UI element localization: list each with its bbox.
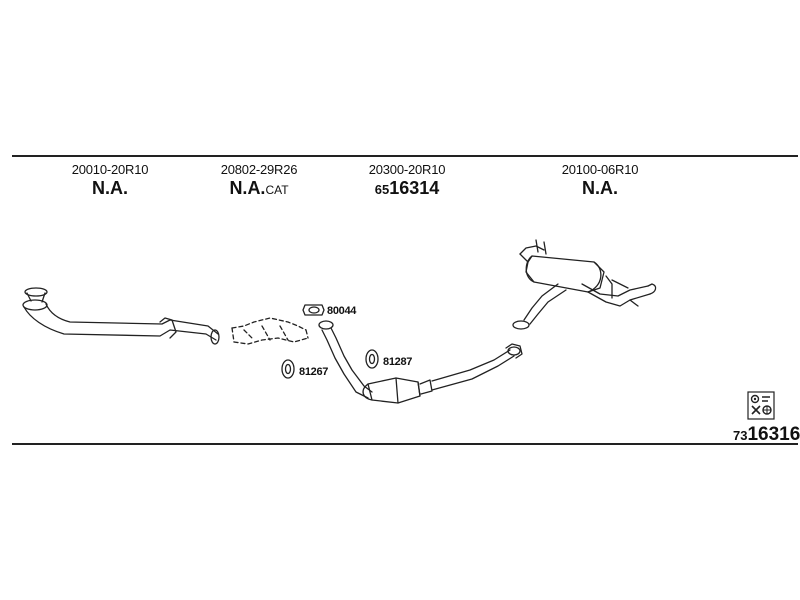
ring-label-left: 81267 (299, 366, 329, 378)
gasket-80044[interactable] (302, 304, 325, 316)
ring-81267[interactable] (281, 359, 295, 379)
front-pipe[interactable] (22, 287, 220, 345)
part-column-rear-silencer: 20100-06R10 N.A. (525, 162, 675, 199)
rear-silencer[interactable] (512, 239, 657, 330)
availability-status: N.A. (92, 178, 128, 198)
ring-label-right: 81287 (383, 356, 413, 368)
kit-number-main: 16316 (747, 424, 800, 445)
ring-81287[interactable] (365, 349, 379, 369)
part-number[interactable]: 6516314 (332, 177, 482, 201)
gasket-label: 80044 (327, 305, 357, 317)
availability-status: N.A.CAT (184, 177, 334, 201)
oe-code: 20100-06R10 (561, 162, 639, 177)
status-text: N.A. (229, 178, 266, 198)
oe-code: 20010-20R10 (71, 162, 149, 177)
availability-status: N.A. (582, 178, 618, 198)
oe-code: 20802-29R26 (220, 162, 298, 177)
middle-silencer-assembly[interactable] (318, 320, 523, 404)
status-suffix: CAT (265, 183, 289, 197)
part-column-middle-silencer: 20300-20R10 6516314 (332, 162, 482, 201)
kit-part-number[interactable]: 7316316 (733, 424, 800, 446)
top-divider (12, 155, 798, 157)
kit-number-prefix: 73 (733, 428, 748, 443)
part-column-front-pipe: 20010-20R10 N.A. (35, 162, 185, 199)
catalyst (231, 317, 309, 345)
bottom-divider (12, 443, 798, 445)
part-column-catalyst: 20802-29R26 N.A.CAT (184, 162, 334, 201)
part-number-main: 16314 (389, 178, 440, 198)
part-number-prefix: 65 (374, 182, 390, 197)
mounting-kit-icon[interactable] (747, 391, 775, 420)
oe-code: 20300-20R10 (368, 162, 446, 177)
